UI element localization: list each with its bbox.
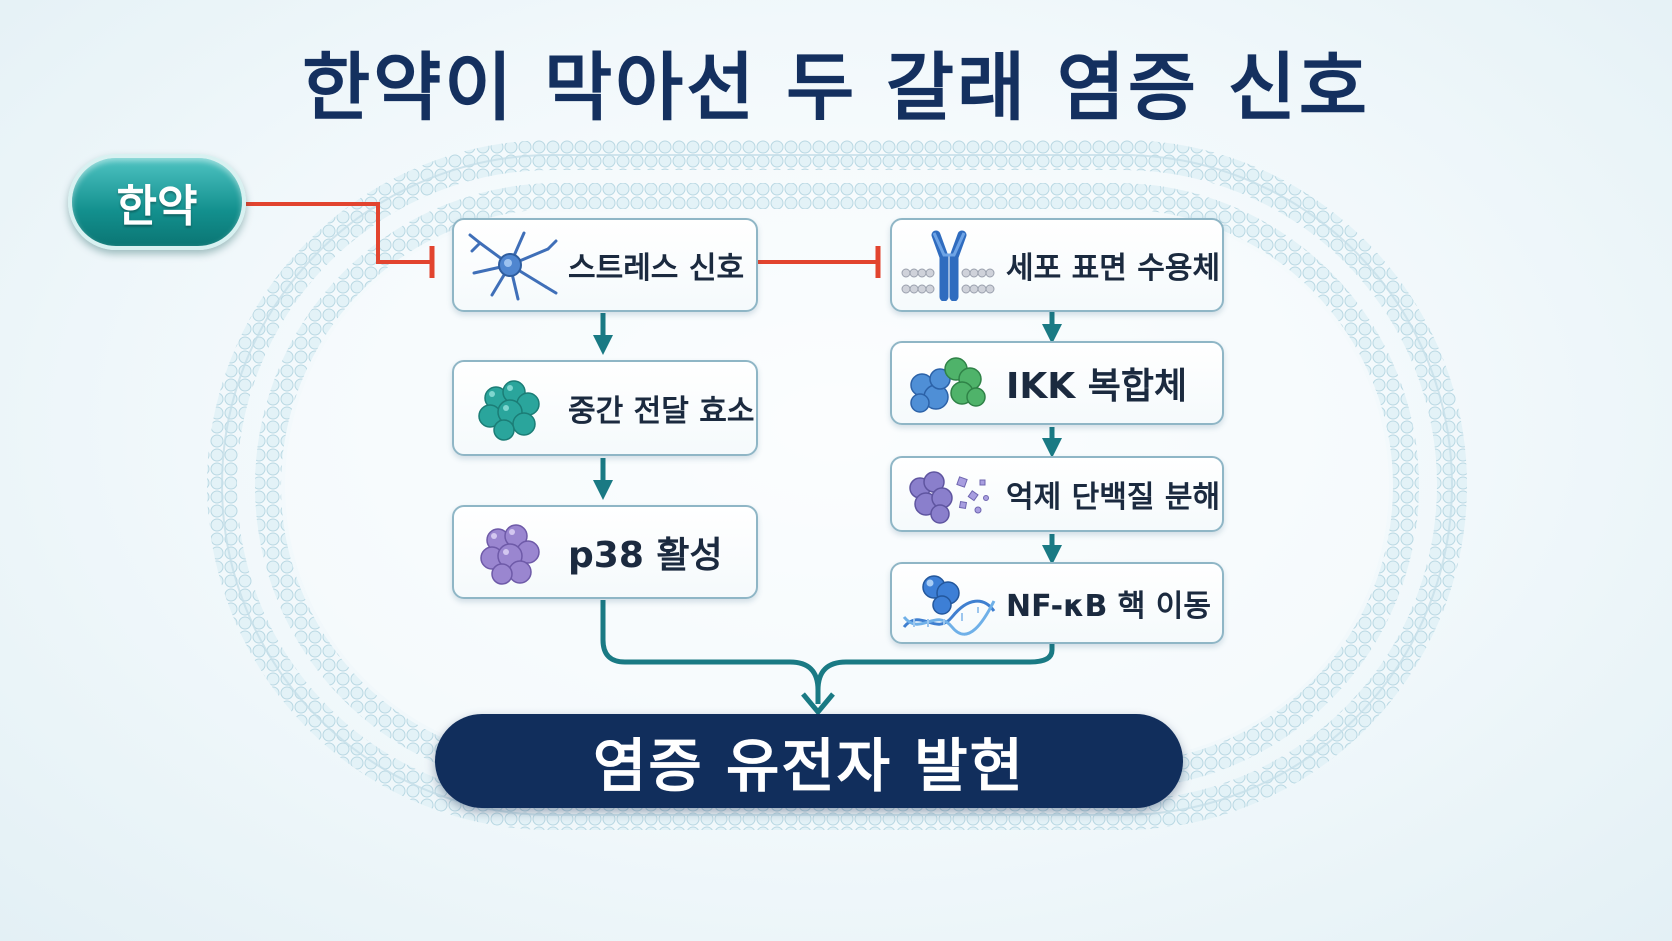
node-inhibitor-degradation: 억제 단백질 분해: [890, 456, 1224, 532]
node-surface-receptor: 세포 표면 수용체: [890, 218, 1224, 312]
node-label: 중간 전달 효소: [568, 394, 755, 429]
purple-protein-cluster-icon: [480, 524, 540, 585]
herb-pill: 한약: [68, 154, 246, 250]
teal-protein-cluster-icon: [478, 380, 540, 441]
node-label: 억제 단백질 분해: [1006, 480, 1221, 515]
degrading-protein-icon: [909, 471, 989, 524]
merge-arrowhead: [801, 692, 835, 716]
node-nfkb-translocation: NF-κB 핵 이동: [890, 562, 1224, 644]
node-label: NF-κB 핵 이동: [1006, 589, 1211, 624]
result-bar: 염증 유전자 발현: [435, 714, 1183, 808]
inhibition-line-herb: [246, 202, 435, 278]
blue-green-complex-icon: [910, 357, 986, 413]
dna-protein-icon: [902, 575, 996, 636]
node-label: IKK 복합체: [1006, 366, 1188, 407]
node-stress-signal: 스트레스 신호: [452, 218, 758, 312]
node-intermediate-enzyme: 중간 전달 효소: [452, 360, 758, 456]
node-p38-activation: p38 활성: [452, 505, 758, 599]
diagram-title: 한약이 막아선 두 갈래 염증 신호: [302, 45, 1370, 131]
node-label: p38 활성: [568, 535, 723, 576]
node-label: 세포 표면 수용체: [1006, 251, 1221, 286]
node-label: 스트레스 신호: [568, 251, 745, 286]
neuron-icon: [468, 231, 558, 301]
membrane-receptor-icon: [901, 230, 995, 301]
inhibition-line-receptor: [758, 246, 881, 278]
node-ikk-complex: IKK 복합체: [890, 341, 1224, 425]
merge-connector: [600, 600, 1055, 704]
result-label: 염증 유전자 발현: [593, 732, 1025, 800]
herb-label: 한약: [116, 181, 198, 232]
